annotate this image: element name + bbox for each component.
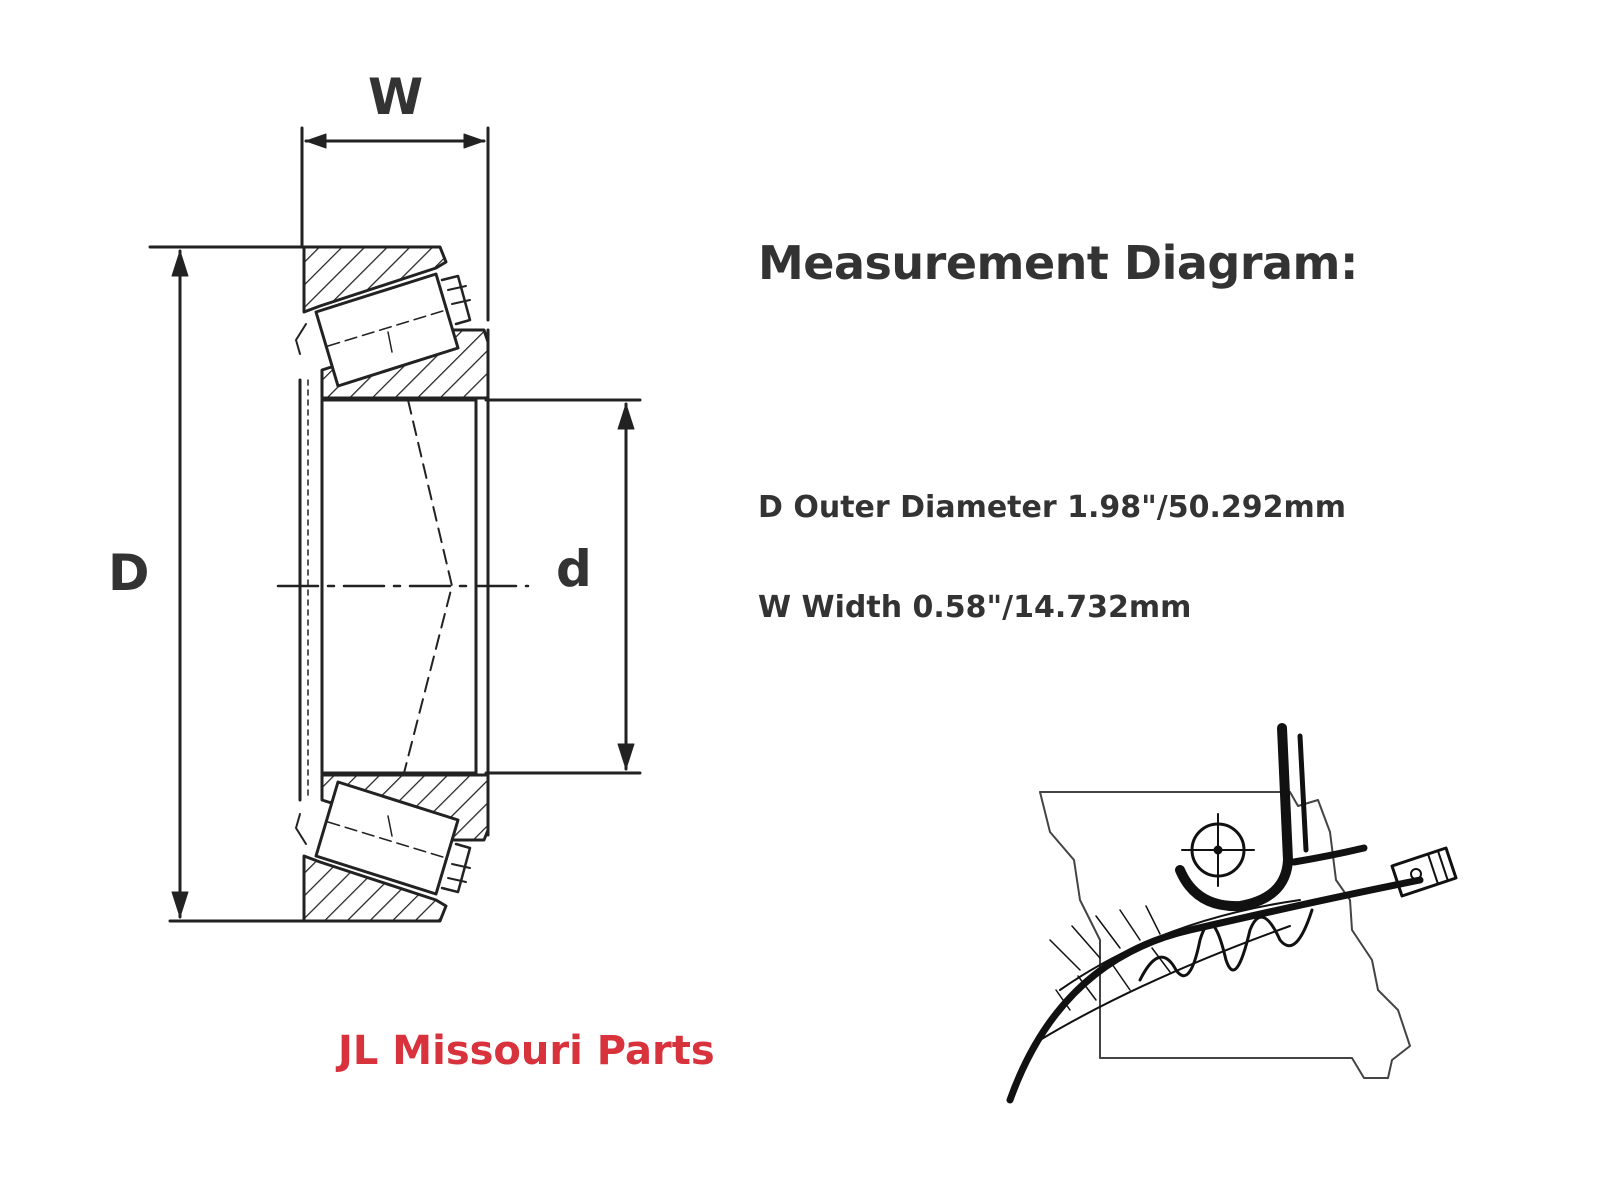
bore-outline xyxy=(298,328,490,837)
outer-diameter-label: D xyxy=(108,544,150,602)
taper-line xyxy=(403,399,453,774)
missouri-map-feather-logo xyxy=(1006,723,1458,1104)
outer-diameter-dimension xyxy=(148,245,312,923)
inner-diameter-label: d xyxy=(556,540,592,598)
spec-width: W Width 0.58"/14.732mm xyxy=(758,590,1192,625)
width-label: W xyxy=(368,68,424,126)
inner-diameter-dimension xyxy=(484,398,642,775)
diagram-title: Measurement Diagram: xyxy=(758,236,1358,290)
bearing-bottom-section xyxy=(295,773,490,923)
brand-name: JL Missouri Parts xyxy=(338,1028,715,1074)
spec-outer-diameter: D Outer Diameter 1.98"/50.292mm xyxy=(758,490,1346,525)
width-dimension xyxy=(300,126,490,322)
bearing-top-section xyxy=(295,245,490,400)
